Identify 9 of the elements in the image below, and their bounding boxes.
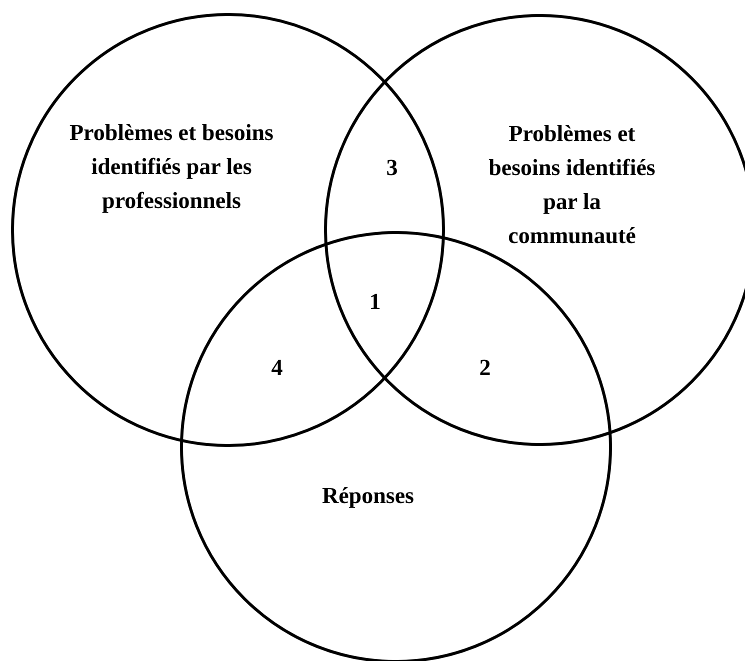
region-number: 4	[271, 354, 283, 382]
circle-label: Réponses	[320, 482, 415, 510]
region-number: 3	[386, 154, 398, 182]
venn-circle	[324, 14, 745, 446]
circle-label: Problèmes et besoins identifiés par la communauté	[488, 120, 656, 250]
circle-label: Problèmes et besoins identifiés par les professionnels	[68, 119, 274, 215]
venn-circle	[11, 13, 445, 447]
region-number: 2	[479, 354, 491, 382]
region-number: 1	[369, 288, 381, 316]
